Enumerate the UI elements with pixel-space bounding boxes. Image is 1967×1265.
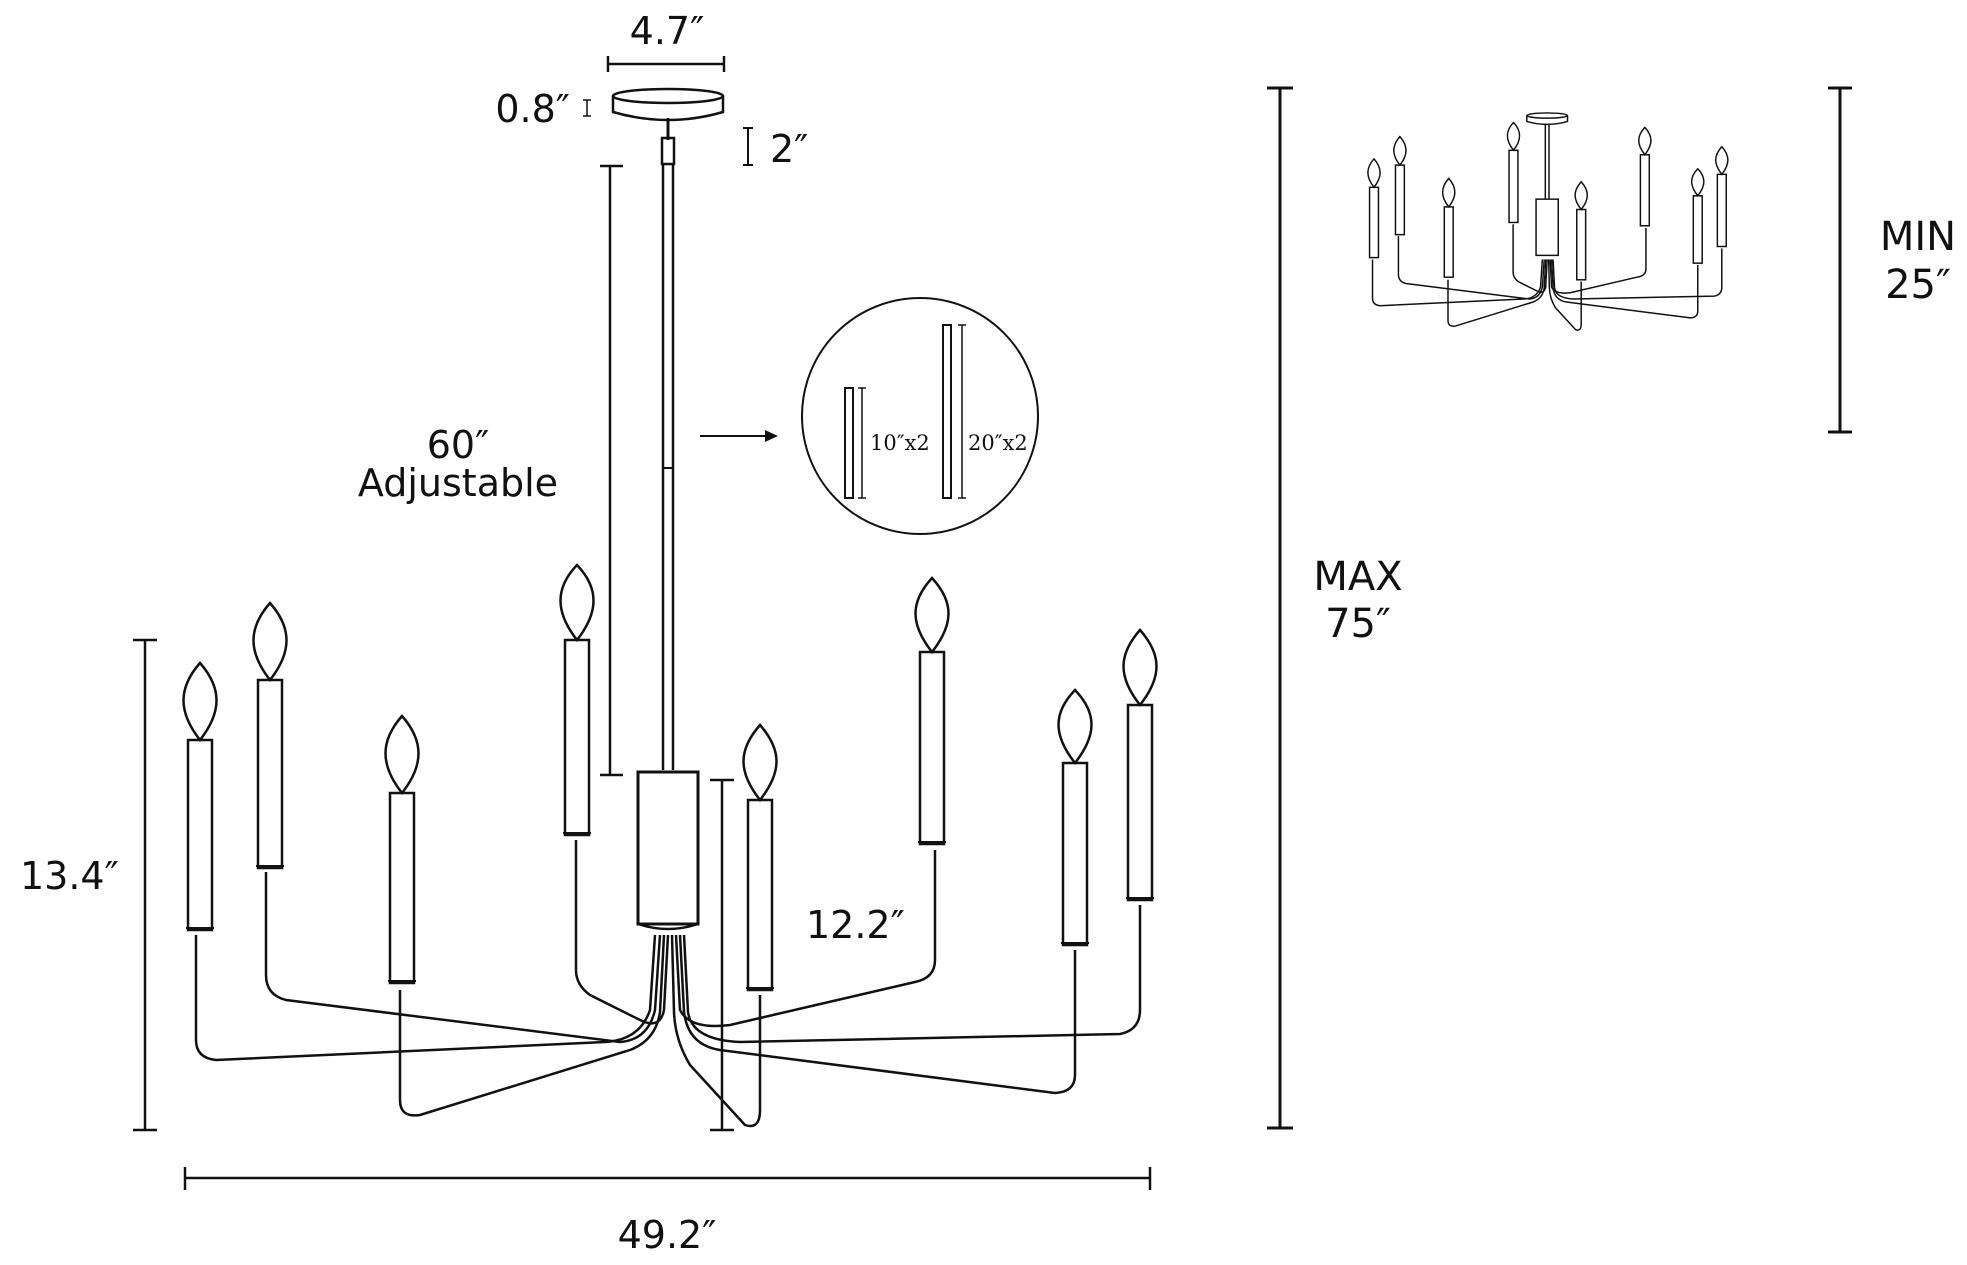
canopy-top bbox=[611, 87, 725, 105]
min-chandelier bbox=[1367, 112, 1729, 331]
max-label: MAX bbox=[1313, 554, 1402, 600]
candle-6 bbox=[914, 576, 950, 846]
candle-2 bbox=[252, 601, 288, 870]
candle-5 bbox=[742, 723, 778, 992]
fixture-height-label: 13.4″ bbox=[20, 854, 119, 898]
rod-detail-callout bbox=[700, 297, 1039, 535]
candle-3 bbox=[384, 714, 420, 985]
center-body bbox=[636, 770, 700, 926]
canopy-diameter-label: 4.7″ bbox=[630, 9, 705, 53]
candle-7 bbox=[1057, 688, 1093, 947]
detail-circle bbox=[801, 297, 1039, 535]
width-label: 49.2″ bbox=[618, 1213, 717, 1257]
candle-4 bbox=[559, 563, 595, 837]
canopy-height-label: 0.8″ bbox=[495, 87, 570, 131]
rod-length-label: 60″ bbox=[427, 423, 490, 467]
candle-8 bbox=[1122, 628, 1158, 902]
dimension-lines bbox=[133, 56, 1852, 1190]
rod-10-label: 10″x2 bbox=[870, 431, 930, 455]
min-label: MIN bbox=[1880, 214, 1956, 260]
callout-arrow-head bbox=[765, 430, 778, 442]
max-value: 75″ bbox=[1325, 601, 1391, 647]
center-body-bottom bbox=[637, 922, 699, 931]
min-value: 25″ bbox=[1885, 262, 1951, 308]
main-chandelier bbox=[182, 87, 1158, 1128]
candles bbox=[182, 563, 1158, 992]
body-height-label: 12.2″ bbox=[806, 903, 905, 947]
rod-adjustable-label: Adjustable bbox=[358, 461, 558, 505]
rod-connector bbox=[660, 136, 676, 166]
rod-10-piece bbox=[844, 387, 854, 499]
canopy-body bbox=[611, 96, 725, 122]
rod-20-piece bbox=[942, 324, 952, 499]
arms bbox=[194, 840, 1142, 1128]
rod-20-label: 20″x2 bbox=[968, 431, 1028, 455]
rod-connector-label: 2″ bbox=[770, 127, 808, 171]
candle-1 bbox=[182, 661, 218, 932]
